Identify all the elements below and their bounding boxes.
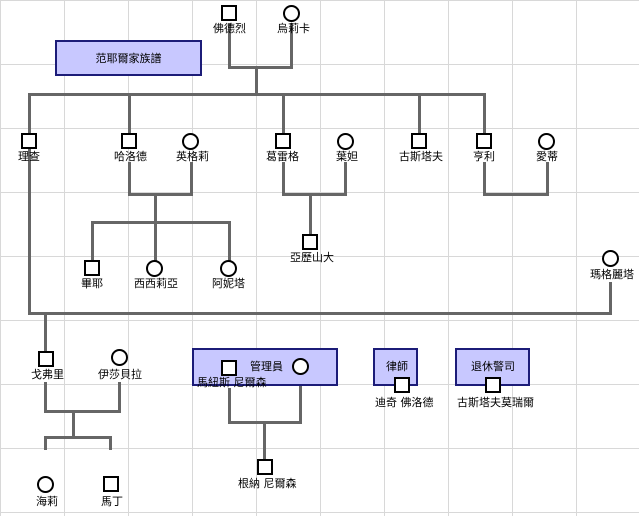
person-ulika-female-icon[interactable] xyxy=(283,5,300,22)
person-hans-male-icon[interactable] xyxy=(257,459,273,475)
connector xyxy=(309,193,312,235)
person-isabella-label: 愛蒂 xyxy=(536,150,558,163)
person-henrik-male-icon[interactable] xyxy=(476,133,492,149)
person-henrik-label: 亨利 xyxy=(473,150,495,163)
person-hans-label: 根納 尼爾森 xyxy=(238,477,297,490)
police-title: 退休警司 xyxy=(471,360,515,373)
person-fodelie-male-icon[interactable] xyxy=(221,5,237,21)
connector xyxy=(546,162,549,195)
person-martin-male-icon[interactable] xyxy=(103,476,119,492)
person-gregor-male-icon[interactable] xyxy=(275,133,291,149)
connector xyxy=(28,312,611,315)
person-isabella-female-icon[interactable] xyxy=(538,133,555,150)
connector xyxy=(282,93,285,134)
person-ulika-label: 烏莉卡 xyxy=(277,22,310,35)
person-magnus-label: 馬紐斯 尼爾森 xyxy=(197,376,267,389)
connector xyxy=(154,221,157,261)
person-gustav-male-icon[interactable] xyxy=(411,133,427,149)
person-gottfried-male-icon[interactable] xyxy=(38,351,54,367)
connector xyxy=(483,93,486,134)
person-cecilia-female-icon[interactable] xyxy=(146,260,163,277)
connector xyxy=(128,162,131,195)
connector xyxy=(190,162,193,195)
connector xyxy=(28,93,485,96)
person-harold-male-icon[interactable] xyxy=(121,133,137,149)
person-martin-label: 馬丁 xyxy=(101,495,123,508)
manager-title: 管理員 xyxy=(250,360,283,373)
person-alexander-label: 亞歷山大 xyxy=(290,251,334,264)
connector xyxy=(263,421,266,459)
person-dirch-male-icon[interactable] xyxy=(394,377,410,393)
person-harold-label: 哈洛德 xyxy=(114,150,147,163)
person-gottfried-label: 戈弗里 xyxy=(31,368,64,381)
connector xyxy=(91,221,94,261)
connector xyxy=(290,23,293,68)
connector xyxy=(609,282,612,315)
connector xyxy=(282,193,347,196)
connector xyxy=(255,66,258,94)
connector xyxy=(418,93,421,134)
person-aunt-female-icon[interactable] xyxy=(337,133,354,150)
connector xyxy=(72,410,75,438)
person-manager-wife-female-icon[interactable] xyxy=(292,358,309,375)
person-ingrid-label: 英格莉 xyxy=(176,150,209,163)
person-martha-female-icon[interactable] xyxy=(602,250,619,267)
connector xyxy=(44,410,121,413)
person-isabel-label: 伊莎貝拉 xyxy=(98,368,142,381)
connector xyxy=(44,382,47,412)
connector xyxy=(28,93,31,315)
title-text: 范耶爾家族譜 xyxy=(95,52,162,65)
connector xyxy=(228,388,231,423)
person-harriet-female-icon[interactable] xyxy=(37,476,54,493)
person-alexander-male-icon[interactable] xyxy=(302,234,318,250)
person-anita-label: 阿妮塔 xyxy=(212,277,245,290)
connector xyxy=(282,162,285,195)
connector xyxy=(128,93,131,134)
connector xyxy=(483,193,549,196)
person-morell-male-icon[interactable] xyxy=(485,377,501,393)
person-gustav-label: 古斯塔夫 xyxy=(399,150,443,163)
connector xyxy=(109,436,112,450)
lawyer-title: 律師 xyxy=(386,360,408,373)
person-dirch-label: 迪奇 佛洛德 xyxy=(375,396,434,409)
person-richard-male-icon[interactable] xyxy=(21,133,37,149)
person-birger-male-icon[interactable] xyxy=(84,260,100,276)
person-fodelie-label: 佛德烈 xyxy=(213,22,246,35)
person-magnus-male-icon[interactable] xyxy=(221,360,237,376)
connector xyxy=(118,382,121,412)
connector xyxy=(228,221,231,261)
connector xyxy=(44,436,47,450)
connector xyxy=(299,375,302,423)
person-richard-label: 理查 xyxy=(18,150,40,163)
connector xyxy=(44,436,112,439)
person-cecilia-label: 西西莉亞 xyxy=(134,277,178,290)
person-isabel-female-icon[interactable] xyxy=(111,349,128,366)
manager-box: 管理員 xyxy=(192,348,338,386)
family-tree-title: 范耶爾家族譜 xyxy=(55,40,202,76)
connector xyxy=(154,193,157,223)
person-aunt-label: 葉妲 xyxy=(336,150,358,163)
connector xyxy=(128,193,193,196)
person-morell-label: 古斯塔夫莫瑞爾 xyxy=(457,396,534,409)
person-ingrid-female-icon[interactable] xyxy=(182,133,199,150)
connector xyxy=(228,23,231,68)
person-birger-label: 畢耶 xyxy=(81,277,103,290)
connector xyxy=(483,162,486,195)
connector xyxy=(344,162,347,195)
police-box: 退休警司 xyxy=(455,348,530,386)
person-anita-female-icon[interactable] xyxy=(220,260,237,277)
connector xyxy=(228,66,293,69)
person-martha-label: 瑪格麗塔 xyxy=(590,268,634,281)
connector xyxy=(91,221,230,224)
person-gregor-label: 葛雷格 xyxy=(266,150,299,163)
person-harriet-label: 海莉 xyxy=(36,495,58,508)
connector xyxy=(44,312,47,351)
